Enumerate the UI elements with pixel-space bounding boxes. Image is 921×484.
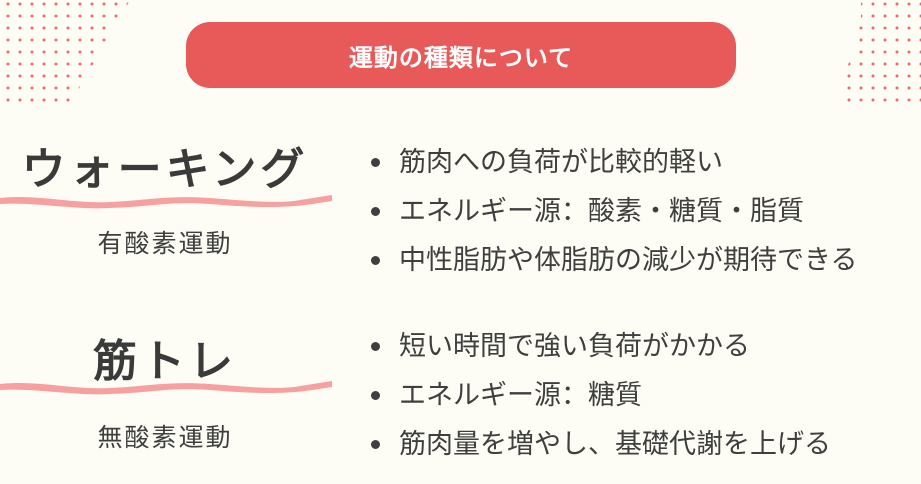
bullet-text: エネルギー源：糖質	[399, 380, 642, 411]
section-walking-subtitle: 有酸素運動	[0, 224, 330, 260]
list-item: 中性脂肪や体脂肪の減少が期待できる	[368, 236, 921, 285]
section-strength-subtitle: 無酸素運動	[0, 418, 330, 454]
bullet-text: 筋肉量を増やし、基礎代謝を上げる	[399, 429, 831, 460]
dot-pattern-decoration	[841, 0, 921, 110]
section-title: 筋トレ	[93, 336, 237, 387]
list-item: 短い時間で強い負荷がかかる	[368, 322, 921, 371]
wave-underline	[0, 195, 332, 209]
section-subtitle: 有酸素運動	[97, 229, 233, 258]
bullet-icon	[371, 158, 380, 167]
header-title: 運動の種類について	[348, 43, 574, 72]
bullet-icon	[371, 207, 380, 216]
bullet-icon	[371, 391, 380, 400]
section-walking-heading: ウォーキング	[0, 148, 330, 192]
bullet-text: エネルギー源：酸素・糖質・脂質	[399, 196, 804, 227]
bullet-text: 筋肉への負荷が比較的軽い	[399, 147, 723, 178]
section-strength-heading: 筋トレ	[0, 340, 330, 384]
bullet-icon	[371, 342, 380, 351]
list-item: エネルギー源：酸素・糖質・脂質	[368, 187, 921, 236]
strength-bullet-list: 短い時間で強い負荷がかかる エネルギー源：糖質 筋肉量を増やし、基礎代謝を上げる	[368, 322, 921, 469]
dot-pattern-decoration	[0, 0, 130, 104]
bullet-icon	[371, 256, 380, 265]
bullet-text: 短い時間で強い負荷がかかる	[399, 331, 750, 362]
bullet-icon	[371, 440, 380, 449]
header-banner: 運動の種類について	[186, 22, 736, 88]
section-title: ウォーキング	[21, 144, 309, 195]
section-subtitle: 無酸素運動	[97, 423, 233, 452]
list-item: 筋肉量を増やし、基礎代謝を上げる	[368, 420, 921, 469]
walking-bullet-list: 筋肉への負荷が比較的軽い エネルギー源：酸素・糖質・脂質 中性脂肪や体脂肪の減少…	[368, 138, 921, 285]
list-item: エネルギー源：糖質	[368, 371, 921, 420]
wave-underline	[0, 381, 332, 395]
list-item: 筋肉への負荷が比較的軽い	[368, 138, 921, 187]
bullet-text: 中性脂肪や体脂肪の減少が期待できる	[399, 245, 858, 276]
